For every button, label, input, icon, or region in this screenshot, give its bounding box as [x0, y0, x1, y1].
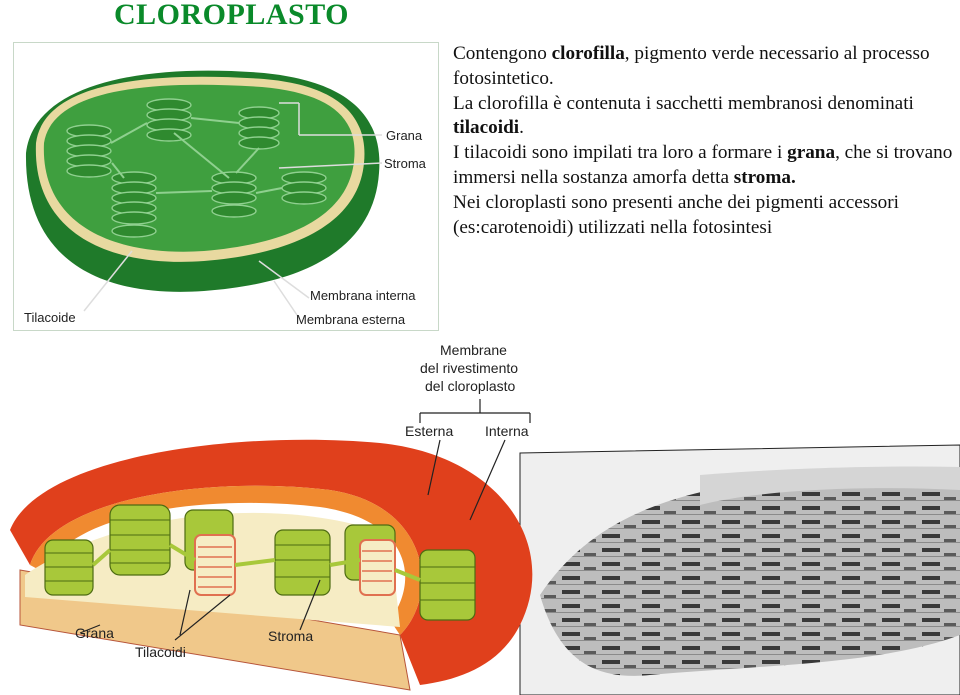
- p3-bold-stroma: stroma.: [733, 166, 796, 188]
- p2-part-1: La clorofilla è contenuta i sacchetti me…: [453, 92, 914, 114]
- paragraph-4: Nei cloroplasti sono presenti anche dei …: [453, 191, 953, 241]
- label-tilacoidi-bottom: Tilacoidi: [135, 644, 186, 660]
- p1-part-3: , pigmento verde necessario al processo …: [453, 43, 930, 89]
- label-membrane-line3: del cloroplasto: [425, 378, 515, 394]
- paragraph-2: La clorofilla è contenuta i sacchetti me…: [453, 92, 953, 142]
- grana-cylinders: [44, 504, 476, 621]
- label-stroma-bottom: Stroma: [268, 628, 313, 644]
- chloroplast-green-svg: Grana Stroma Tilacoide Membrana interna …: [14, 43, 438, 330]
- p1-part-1: Contengono: [453, 43, 552, 64]
- p3-part-3: , che si trovano immersi nella sostanza …: [453, 142, 953, 188]
- label-stroma: Stroma: [384, 156, 427, 171]
- granum-3: [238, 106, 280, 150]
- paragraph-3: I tilacoidi sono impilati tra loro a for…: [453, 141, 953, 191]
- description-text: Contengono clorofilla, pigmento verde ne…: [453, 42, 953, 240]
- p2-bold-tilacoidi: tilacoidi: [453, 117, 520, 139]
- granum-5: [211, 171, 257, 218]
- granum-6: [281, 171, 327, 205]
- label-grana: Grana: [386, 128, 423, 143]
- page-title: CLOROPLASTO: [114, 0, 349, 31]
- p2-part-3: .: [519, 117, 524, 139]
- label-grana-bottom: Grana: [75, 625, 114, 641]
- granum-4: [111, 171, 157, 238]
- label-membrane-line2: del rivestimento: [420, 360, 518, 376]
- granum-1: [66, 124, 112, 178]
- paragraph-1: Contengono clorofilla, pigmento verde ne…: [453, 42, 953, 92]
- label-interna: Interna: [485, 423, 529, 439]
- p1-bold-clorofilla: clorofilla: [551, 43, 625, 64]
- p4-part-1: Nei cloroplasti sono presenti anche dei …: [453, 191, 899, 238]
- label-membrana-interna: Membrana interna: [310, 288, 416, 303]
- chloroplast-diagram-section: Membrane del rivestimento del cloroplast…: [0, 335, 960, 695]
- chloroplast-diagram-green: Grana Stroma Tilacoide Membrana interna …: [13, 42, 439, 331]
- p3-bold-grana: grana: [787, 142, 836, 164]
- p3-part-1: I tilacoidi sono impilati tra loro a for…: [453, 142, 788, 164]
- label-esterna: Esterna: [405, 423, 453, 439]
- label-tilacoide: Tilacoide: [24, 310, 76, 325]
- granum-2: [146, 98, 192, 142]
- label-membrana-esterna: Membrana esterna: [296, 312, 406, 327]
- chloroplast-section-svg: Membrane del rivestimento del cloroplast…: [10, 342, 960, 695]
- label-membrane-line1: Membrane: [440, 342, 507, 358]
